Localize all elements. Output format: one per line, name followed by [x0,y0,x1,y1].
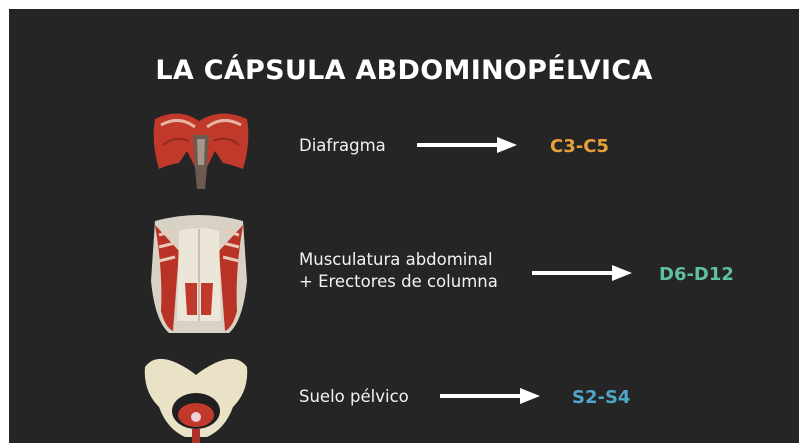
row-label-line: + Erectores de columna [299,272,498,291]
level-label-c3-c5: C3-C5 [550,136,609,157]
row-label-diafragma: Diafragma [299,135,386,157]
slide: LA CÁPSULA ABDOMINOPÉLVICA Diafragma C3-… [9,9,799,443]
level-label-s2-s4: S2-S4 [572,387,631,408]
pelvis-illustration [144,358,248,443]
arrow-right-icon [440,388,540,404]
diaphragm-illustration [153,113,249,189]
arrow-right-icon [417,137,517,153]
row-label-line: Suelo pélvico [299,387,409,406]
arrow-right-icon [532,265,632,281]
abdominal-muscles-illustration [151,215,247,333]
row-label-line: Diafragma [299,136,386,155]
slide-title: LA CÁPSULA ABDOMINOPÉLVICA [155,55,653,86]
row-label-musculatura: Musculatura abdominal + Erectores de col… [299,249,498,293]
row-label-suelo-pelvico: Suelo pélvico [299,386,409,408]
row-label-line: Musculatura abdominal [299,250,493,269]
level-label-d6-d12: D6-D12 [659,264,734,285]
